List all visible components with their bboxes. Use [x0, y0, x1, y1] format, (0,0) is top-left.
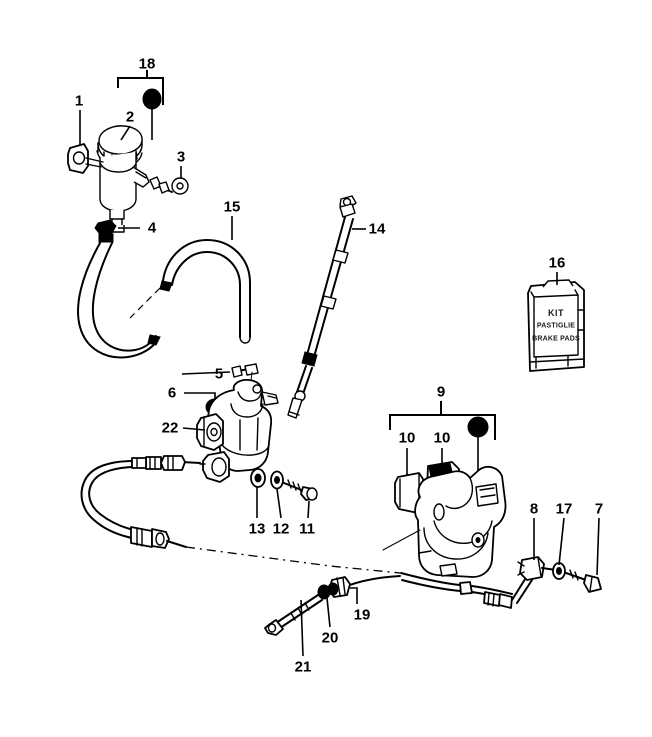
callout-8: 8	[529, 500, 539, 518]
callout-9: 9	[436, 383, 446, 401]
callout-10a: 10	[398, 429, 416, 447]
callout-10b: 10	[433, 429, 451, 447]
callout-17: 17	[555, 500, 573, 518]
brake-hose-left	[77, 242, 161, 359]
brake-hose-lower-left	[80, 455, 201, 549]
callout-2: 2	[125, 108, 135, 126]
callout-11: 11	[299, 520, 315, 538]
reservoir-assembly	[96, 125, 150, 233]
callout-1: 1	[74, 92, 84, 110]
callout-5: 5	[214, 365, 224, 383]
washer-20b	[327, 582, 339, 596]
master-cylinder-body	[196, 363, 279, 483]
leader-dash-15	[129, 287, 161, 319]
piston-boot-22	[196, 413, 224, 451]
leader-12	[276, 488, 282, 519]
leader-dash-long	[185, 546, 401, 574]
leader-6	[184, 392, 216, 400]
leader-22	[182, 427, 206, 431]
leader-19	[350, 587, 358, 604]
hose-fitting-4	[94, 219, 117, 243]
leader-17	[558, 517, 565, 566]
brake-pad-kit-16	[527, 279, 585, 372]
banjo-washer-12	[270, 470, 284, 490]
bolt-assembly-21	[264, 575, 401, 636]
callout-4: 4	[147, 219, 157, 237]
push-rod-14	[287, 195, 357, 419]
callout-16: 16	[548, 254, 566, 272]
brake-line-lower-right	[400, 556, 602, 609]
hose-15	[159, 239, 251, 344]
brake-caliper-assembly	[394, 448, 507, 578]
banjo-bolt-3	[149, 176, 189, 195]
leader-20	[326, 597, 331, 628]
callout-18: 18	[138, 55, 156, 73]
banjo-washer-13	[250, 468, 266, 488]
washer-17	[552, 562, 566, 580]
union-fitting-8	[517, 556, 557, 581]
callout-22: 22	[161, 419, 179, 437]
callout-7: 7	[594, 500, 604, 518]
bolt-7	[565, 569, 602, 593]
bolt-5	[231, 363, 259, 378]
callout-14: 14	[368, 220, 386, 238]
callout-21: 21	[294, 658, 312, 676]
callout-19: 19	[353, 606, 371, 624]
leader-11	[307, 500, 310, 519]
pad-kit-line-1: KIT	[548, 308, 564, 318]
callout-12: 12	[272, 520, 290, 538]
pad-kit-line-3: BRAKE PADS	[532, 335, 580, 343]
leader-2	[120, 125, 131, 141]
pad-kit-line-2: PASTIGLIE	[536, 322, 576, 330]
leader-7	[596, 517, 600, 576]
callout-6: 6	[167, 384, 177, 402]
banjo-bolt-11	[283, 479, 318, 501]
callout-15: 15	[223, 198, 241, 216]
mounting-bracket-1	[67, 143, 104, 174]
group-bracket-18	[117, 70, 164, 140]
callout-3: 3	[176, 148, 186, 166]
leader-5	[181, 371, 231, 375]
group-bracket-9	[389, 401, 496, 483]
callout-20: 20	[321, 629, 339, 647]
leader-caliper	[382, 529, 421, 551]
callout-13: 13	[248, 520, 266, 538]
leader-21	[300, 599, 304, 657]
